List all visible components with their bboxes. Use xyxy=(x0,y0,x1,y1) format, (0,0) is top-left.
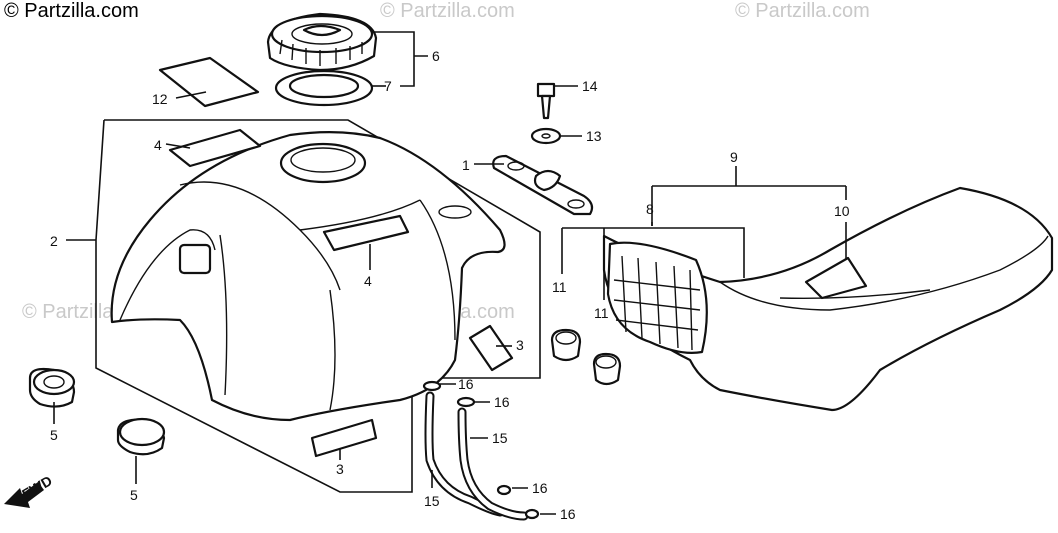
grommet-right xyxy=(592,352,622,386)
callout-3-right: 3 xyxy=(516,337,524,353)
callout-13: 13 xyxy=(586,128,602,144)
callout-15-lower: 15 xyxy=(424,493,440,509)
callout-7: 7 xyxy=(384,78,392,94)
callout-2: 2 xyxy=(50,233,58,249)
grommet-left xyxy=(550,328,582,362)
callout-16-d: 16 xyxy=(560,506,576,522)
callout-11-right: 11 xyxy=(594,305,609,321)
callout-14: 14 xyxy=(582,78,598,94)
watermark-top-right: © Partzilla.com xyxy=(735,0,870,22)
cushion-lower xyxy=(116,417,166,456)
fuel-cap-gasket xyxy=(274,69,374,107)
watermark-top-left: © Partzilla.com xyxy=(4,0,139,22)
callout-8: 8 xyxy=(646,201,654,217)
callout-4-side: 4 xyxy=(364,273,372,289)
leader-lines xyxy=(53,31,847,515)
forward-arrow: FWD xyxy=(4,472,55,508)
callout-1: 1 xyxy=(462,157,470,173)
forward-label: FWD xyxy=(19,472,55,502)
fuel-tank xyxy=(110,131,506,422)
seat-bracket xyxy=(492,154,594,216)
seat xyxy=(602,186,1054,412)
breather-hose-right xyxy=(457,407,529,521)
decal-4-side xyxy=(322,214,410,252)
decal-4-upper xyxy=(168,128,262,168)
callout-16-c: 16 xyxy=(532,480,548,496)
watermark-top-center: © Partzilla.com xyxy=(380,0,515,22)
seat-decal-10 xyxy=(804,256,868,300)
decal-3-lower xyxy=(310,418,378,458)
hose-clip-4 xyxy=(524,508,540,520)
callout-3-lower: 3 xyxy=(336,461,344,477)
callout-4-upper: 4 xyxy=(154,137,162,153)
fuel-cap xyxy=(266,12,378,72)
callout-16-b: 16 xyxy=(494,394,510,410)
callout-15-right: 15 xyxy=(492,430,508,446)
callout-10: 10 xyxy=(834,203,850,219)
callout-5-upper: 5 xyxy=(50,427,58,443)
cushion-upper xyxy=(28,367,76,408)
callout-6: 6 xyxy=(432,48,440,64)
callout-11-left: 11 xyxy=(552,279,567,295)
bolt xyxy=(536,82,556,120)
hose-clip-2 xyxy=(456,396,476,408)
callout-5-lower: 5 xyxy=(130,487,138,503)
callout-16-a: 16 xyxy=(458,376,474,392)
hose-clip-1 xyxy=(422,380,442,392)
callout-12: 12 xyxy=(152,91,168,107)
hose-clip-3 xyxy=(496,484,512,496)
decal-12 xyxy=(158,56,260,108)
washer xyxy=(530,127,562,145)
decal-3-right xyxy=(468,324,514,372)
callout-labels: 1 2 3 3 4 4 5 5 6 7 8 9 10 11 11 12 13 1… xyxy=(50,48,850,522)
callout-9: 9 xyxy=(730,149,738,165)
